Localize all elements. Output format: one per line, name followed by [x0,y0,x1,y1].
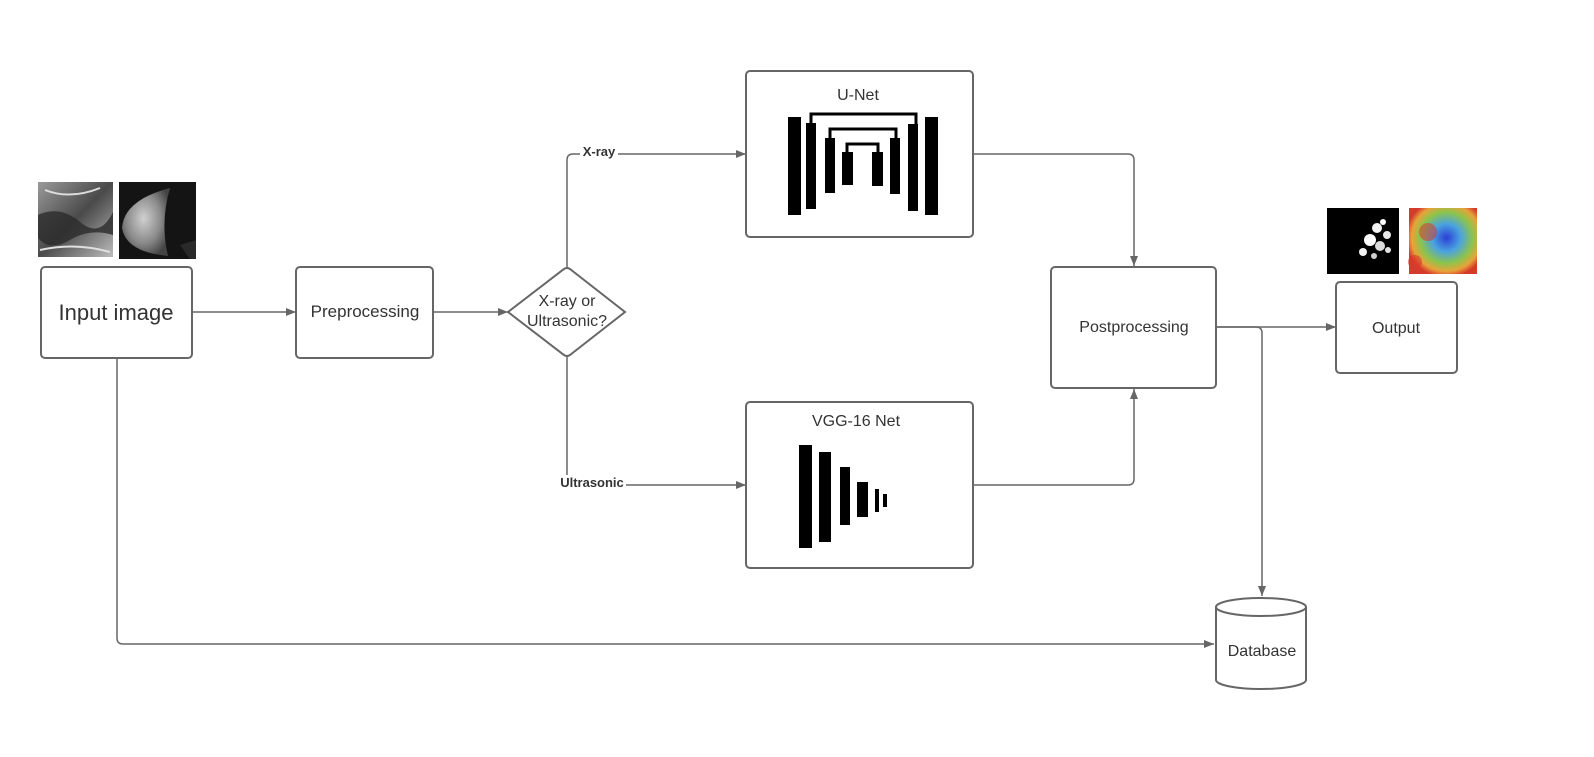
edge-decision-to-unet [566,150,746,268]
decision-label-line2: Ultrasonic? [527,313,607,330]
preprocessing-node: Preprocessing [295,266,434,359]
modality-decision-node: X-ray or Ultrasonic? [506,267,627,357]
decision-label-line1: X-ray or [539,293,597,310]
unet-node: U-Net [745,70,974,238]
edge-label-ultrasonic: Ultrasonic [560,475,624,490]
edge-postprocessing-to-database [1216,326,1266,596]
output-node: Output [1335,281,1458,374]
input-image-label: Input image [59,300,174,325]
unet-label: U-Net [837,87,879,104]
output-segmentation-mask-thumbnail [1327,208,1399,274]
edge-label-xray: X-ray [583,144,616,159]
connectors [116,150,1336,648]
vgg16-architecture-icon [799,445,887,548]
unet-architecture-icon [788,112,938,215]
input-ultrasound-thumbnail [38,182,113,257]
input-image-node: Input image [40,266,193,359]
vgg16-label: VGG-16 Net [812,413,901,430]
edge-input-to-database [116,358,1214,648]
vgg16-node: VGG-16 Net [745,401,974,569]
postprocessing-node: Postprocessing [1050,266,1217,389]
database-node: Database [1215,597,1307,690]
output-heatmap-thumbnail [1408,208,1477,274]
database-label: Database [1228,643,1297,660]
postprocessing-label: Postprocessing [1079,319,1188,336]
edge-vgg-to-postprocessing [973,389,1138,486]
input-mammogram-thumbnail [119,182,196,259]
output-label: Output [1372,320,1421,337]
edge-decision-to-vgg [566,356,746,489]
preprocessing-label: Preprocessing [311,302,420,321]
edge-unet-to-postprocessing [973,153,1138,266]
